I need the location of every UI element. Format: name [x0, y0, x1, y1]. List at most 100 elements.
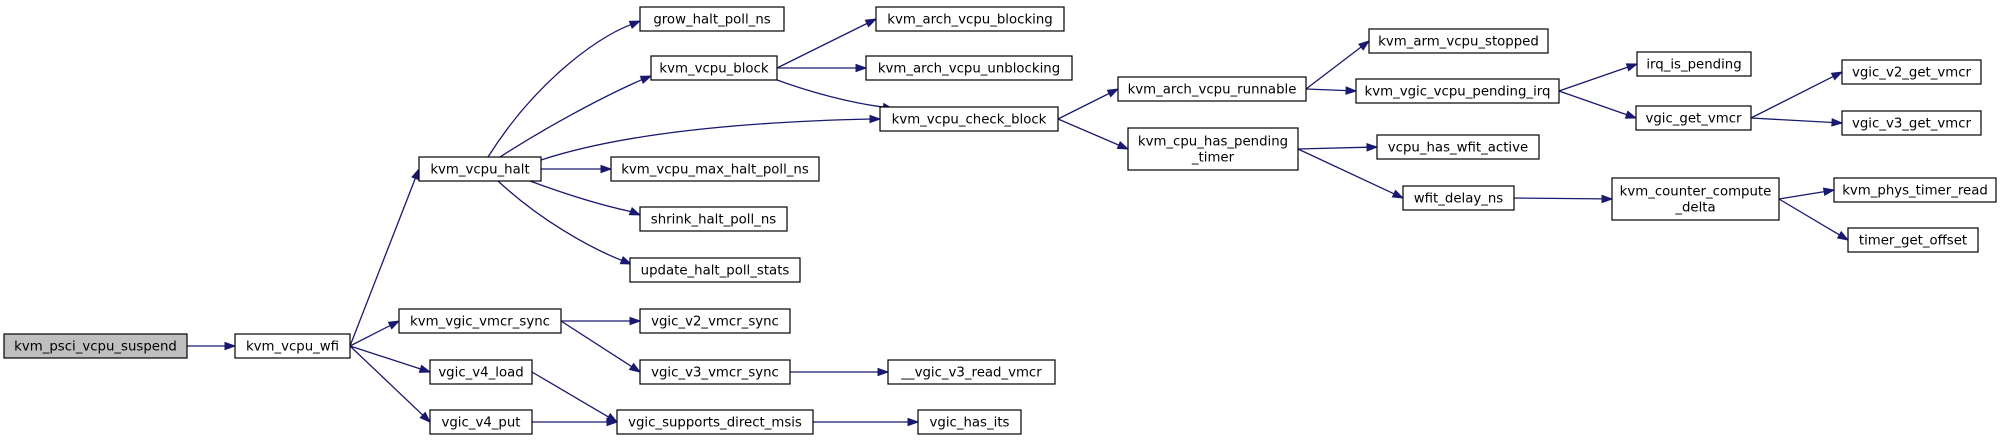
- node-vgic-get-vmcr[interactable]: vgic_get_vmcr: [1635, 105, 1752, 131]
- node-box: [3, 333, 188, 359]
- node-vgic-v4-put[interactable]: vgic_v4_put: [429, 409, 533, 435]
- node-vgic-v2-vmcr-sync[interactable]: vgic_v2_vmcr_sync: [639, 308, 791, 334]
- edge-arrowhead: [628, 20, 642, 29]
- edge-kvm-vcpu-block-to-kvm-arch-vcpu-unblocking: [777, 63, 868, 73]
- edge-kvm-cpu-has-pending-timer-to-wfit-delay-ns: [1297, 148, 1405, 199]
- node-kvm-vgic-vcpu-pending-irq[interactable]: kvm_vgic_vcpu_pending_irq: [1355, 78, 1560, 104]
- node-label: kvm_cpu_has_pending: [1138, 135, 1288, 150]
- node-vgic-v3-get-vmcr[interactable]: vgic_v3_get_vmcr: [1841, 110, 1982, 136]
- node-label: vcpu_has_wfit_active: [1388, 141, 1528, 156]
- edge-kvm-vcpu-halt-to-kvm-vcpu-max-halt-poll-ns: [541, 164, 613, 174]
- node-kvm-vcpu-max-halt-poll-ns[interactable]: kvm_vcpu_max_halt_poll_ns: [610, 156, 820, 182]
- edge-arrowhead: [864, 18, 878, 28]
- node-box: [887, 359, 1056, 385]
- edge-vgic-get-vmcr-to-vgic-v2-get-vmcr: [1750, 71, 1844, 119]
- edge-arrowhead: [419, 411, 432, 424]
- node-vgic-v4-load[interactable]: vgic_v4_load: [429, 359, 533, 385]
- edge-line: [529, 180, 632, 213]
- node-label: kvm_vcpu_block: [659, 62, 768, 77]
- node-kvm-vcpu-halt[interactable]: kvm_vcpu_halt: [418, 156, 542, 182]
- edge-vgic-get-vmcr-to-vgic-v3-get-vmcr: [1750, 117, 1844, 127]
- node-label: __vgic_v3_read_vmcr: [900, 366, 1042, 381]
- node-box: [875, 6, 1065, 32]
- node-vgic-v3-read-vmcr[interactable]: __vgic_v3_read_vmcr: [887, 359, 1056, 385]
- edge-line: [1513, 197, 1604, 200]
- node-label: grow_halt_poll_ns: [653, 13, 770, 28]
- node-label: vgic_supports_direct_msis: [628, 416, 802, 431]
- node-shrink-halt-poll-ns[interactable]: shrink_halt_poll_ns: [639, 206, 788, 232]
- node-box: [1635, 105, 1752, 131]
- edge-arrowhead: [387, 320, 401, 330]
- edge-arrowhead: [1391, 189, 1405, 199]
- edge-arrowhead: [1625, 63, 1639, 72]
- node-timer-get-offset[interactable]: timer_get_offset: [1847, 227, 1979, 253]
- node-label: kvm_vgic_vcpu_pending_irq: [1365, 85, 1551, 100]
- node-box: [1833, 177, 1997, 203]
- edge-line: [1057, 118, 1120, 147]
- edge-line: [776, 79, 885, 108]
- node-label: vgic_v3_get_vmcr: [1852, 117, 1972, 132]
- edge-arrowhead: [600, 164, 613, 174]
- node-kvm-arch-vcpu-unblocking[interactable]: kvm_arch_vcpu_unblocking: [865, 55, 1073, 81]
- node-box: [1841, 59, 1982, 85]
- edge-line: [540, 118, 872, 161]
- edge-line: [349, 345, 422, 370]
- node-box: [429, 359, 533, 385]
- node-vgic-has-its[interactable]: vgic_has_its: [917, 409, 1022, 435]
- node-label: kvm_arch_vcpu_runnable: [1128, 83, 1297, 98]
- edge-kvm-vgic-vcpu-pending-irq-to-irq-is-pending: [1558, 63, 1639, 92]
- edge-line: [1297, 148, 1396, 195]
- edge-arrowhead: [869, 114, 882, 124]
- node-box: [1611, 177, 1780, 221]
- node-box: [1847, 227, 1979, 253]
- node-box: [1117, 76, 1307, 102]
- node-kvm-phys-timer-read[interactable]: kvm_phys_timer_read: [1833, 177, 1997, 203]
- node-kvm-arch-vcpu-blocking[interactable]: kvm_arch_vcpu_blocking: [875, 6, 1065, 32]
- edge-line: [349, 345, 424, 417]
- edge-kvm-vcpu-wfi-to-vgic-v4-load: [349, 345, 432, 373]
- edge-kvm-vcpu-block-to-kvm-vcpu-check-block: [776, 79, 895, 112]
- edge-arrowhead: [639, 75, 653, 84]
- node-kvm-vcpu-block[interactable]: kvm_vcpu_block: [650, 55, 778, 81]
- edge-arrowhead: [411, 167, 420, 181]
- edge-line: [1778, 190, 1826, 200]
- node-box: [865, 55, 1073, 81]
- node-label: shrink_halt_poll_ns: [651, 213, 776, 228]
- edge-line: [1057, 92, 1111, 120]
- node-vgic-v2-get-vmcr[interactable]: vgic_v2_get_vmcr: [1841, 59, 1982, 85]
- edge-kvm-vcpu-check-block-to-kvm-cpu-has-pending-timer: [1057, 118, 1130, 150]
- node-kvm-cpu-has-pending-timer[interactable]: kvm_cpu_has_pending_timer: [1127, 127, 1299, 171]
- node-update-halt-poll-stats[interactable]: update_halt_poll_stats: [629, 257, 801, 283]
- edge-kvm-counter-compute-delta-to-kvm-phys-timer-read: [1778, 187, 1836, 200]
- node-kvm-counter-compute-delta[interactable]: kvm_counter_compute_delta: [1611, 177, 1780, 221]
- edge-kvm-cpu-has-pending-timer-to-vcpu-has-wfit-active: [1297, 143, 1379, 152]
- node-kvm-vgic-vmcr-sync[interactable]: kvm_vgic_vmcr_sync: [398, 308, 562, 334]
- node-label: kvm_vcpu_wfi: [246, 340, 339, 355]
- edge-kvm-vcpu-halt-to-shrink-halt-poll-ns: [529, 180, 642, 216]
- node-wfit-delay-ns[interactable]: wfit_delay_ns: [1402, 185, 1515, 211]
- node-label: kvm_vcpu_max_halt_poll_ns: [621, 163, 809, 178]
- edge-kvm-vcpu-check-block-to-kvm-arch-vcpu-runnable: [1057, 88, 1120, 120]
- edge-arrowhead: [1822, 187, 1836, 196]
- node-label: kvm_arch_vcpu_unblocking: [878, 62, 1060, 77]
- node-kvm-arm-vcpu-stopped[interactable]: kvm_arm_vcpu_stopped: [1368, 28, 1549, 54]
- edge-kvm-arch-vcpu-runnable-to-kvm-arm-vcpu-stopped: [1305, 40, 1371, 90]
- edge-line: [1305, 45, 1363, 90]
- node-irq-is-pending[interactable]: irq_is_pending: [1636, 51, 1752, 77]
- node-kvm-vcpu-check-block[interactable]: kvm_vcpu_check_block: [879, 106, 1059, 132]
- node-label: kvm_psci_vcpu_suspend: [14, 340, 177, 355]
- edge-kvm-vcpu-halt-to-update-halt-poll-stats: [497, 180, 633, 265]
- node-kvm-arch-vcpu-runnable[interactable]: kvm_arch_vcpu_runnable: [1117, 76, 1307, 102]
- node-kvm-psci-vcpu-suspend[interactable]: kvm_psci_vcpu_suspend: [3, 333, 188, 359]
- edge-arrowhead: [1345, 86, 1358, 95]
- edge-arrowhead: [1624, 110, 1638, 119]
- node-kvm-vcpu-wfi[interactable]: kvm_vcpu_wfi: [234, 333, 351, 359]
- edge-arrowhead: [855, 63, 868, 73]
- node-grow-halt-poll-ns[interactable]: grow_halt_poll_ns: [639, 6, 785, 32]
- edge-arrowhead: [1106, 88, 1120, 98]
- node-vcpu-has-wfit-active[interactable]: vcpu_has_wfit_active: [1376, 134, 1540, 160]
- node-vgic-supports-direct-msis[interactable]: vgic_supports_direct_msis: [616, 409, 814, 435]
- node-vgic-v3-vmcr-sync[interactable]: vgic_v3_vmcr_sync: [639, 359, 791, 385]
- edge-kvm-arch-vcpu-runnable-to-kvm-vgic-vcpu-pending-irq: [1305, 86, 1358, 95]
- edge-arrowhead: [224, 341, 237, 351]
